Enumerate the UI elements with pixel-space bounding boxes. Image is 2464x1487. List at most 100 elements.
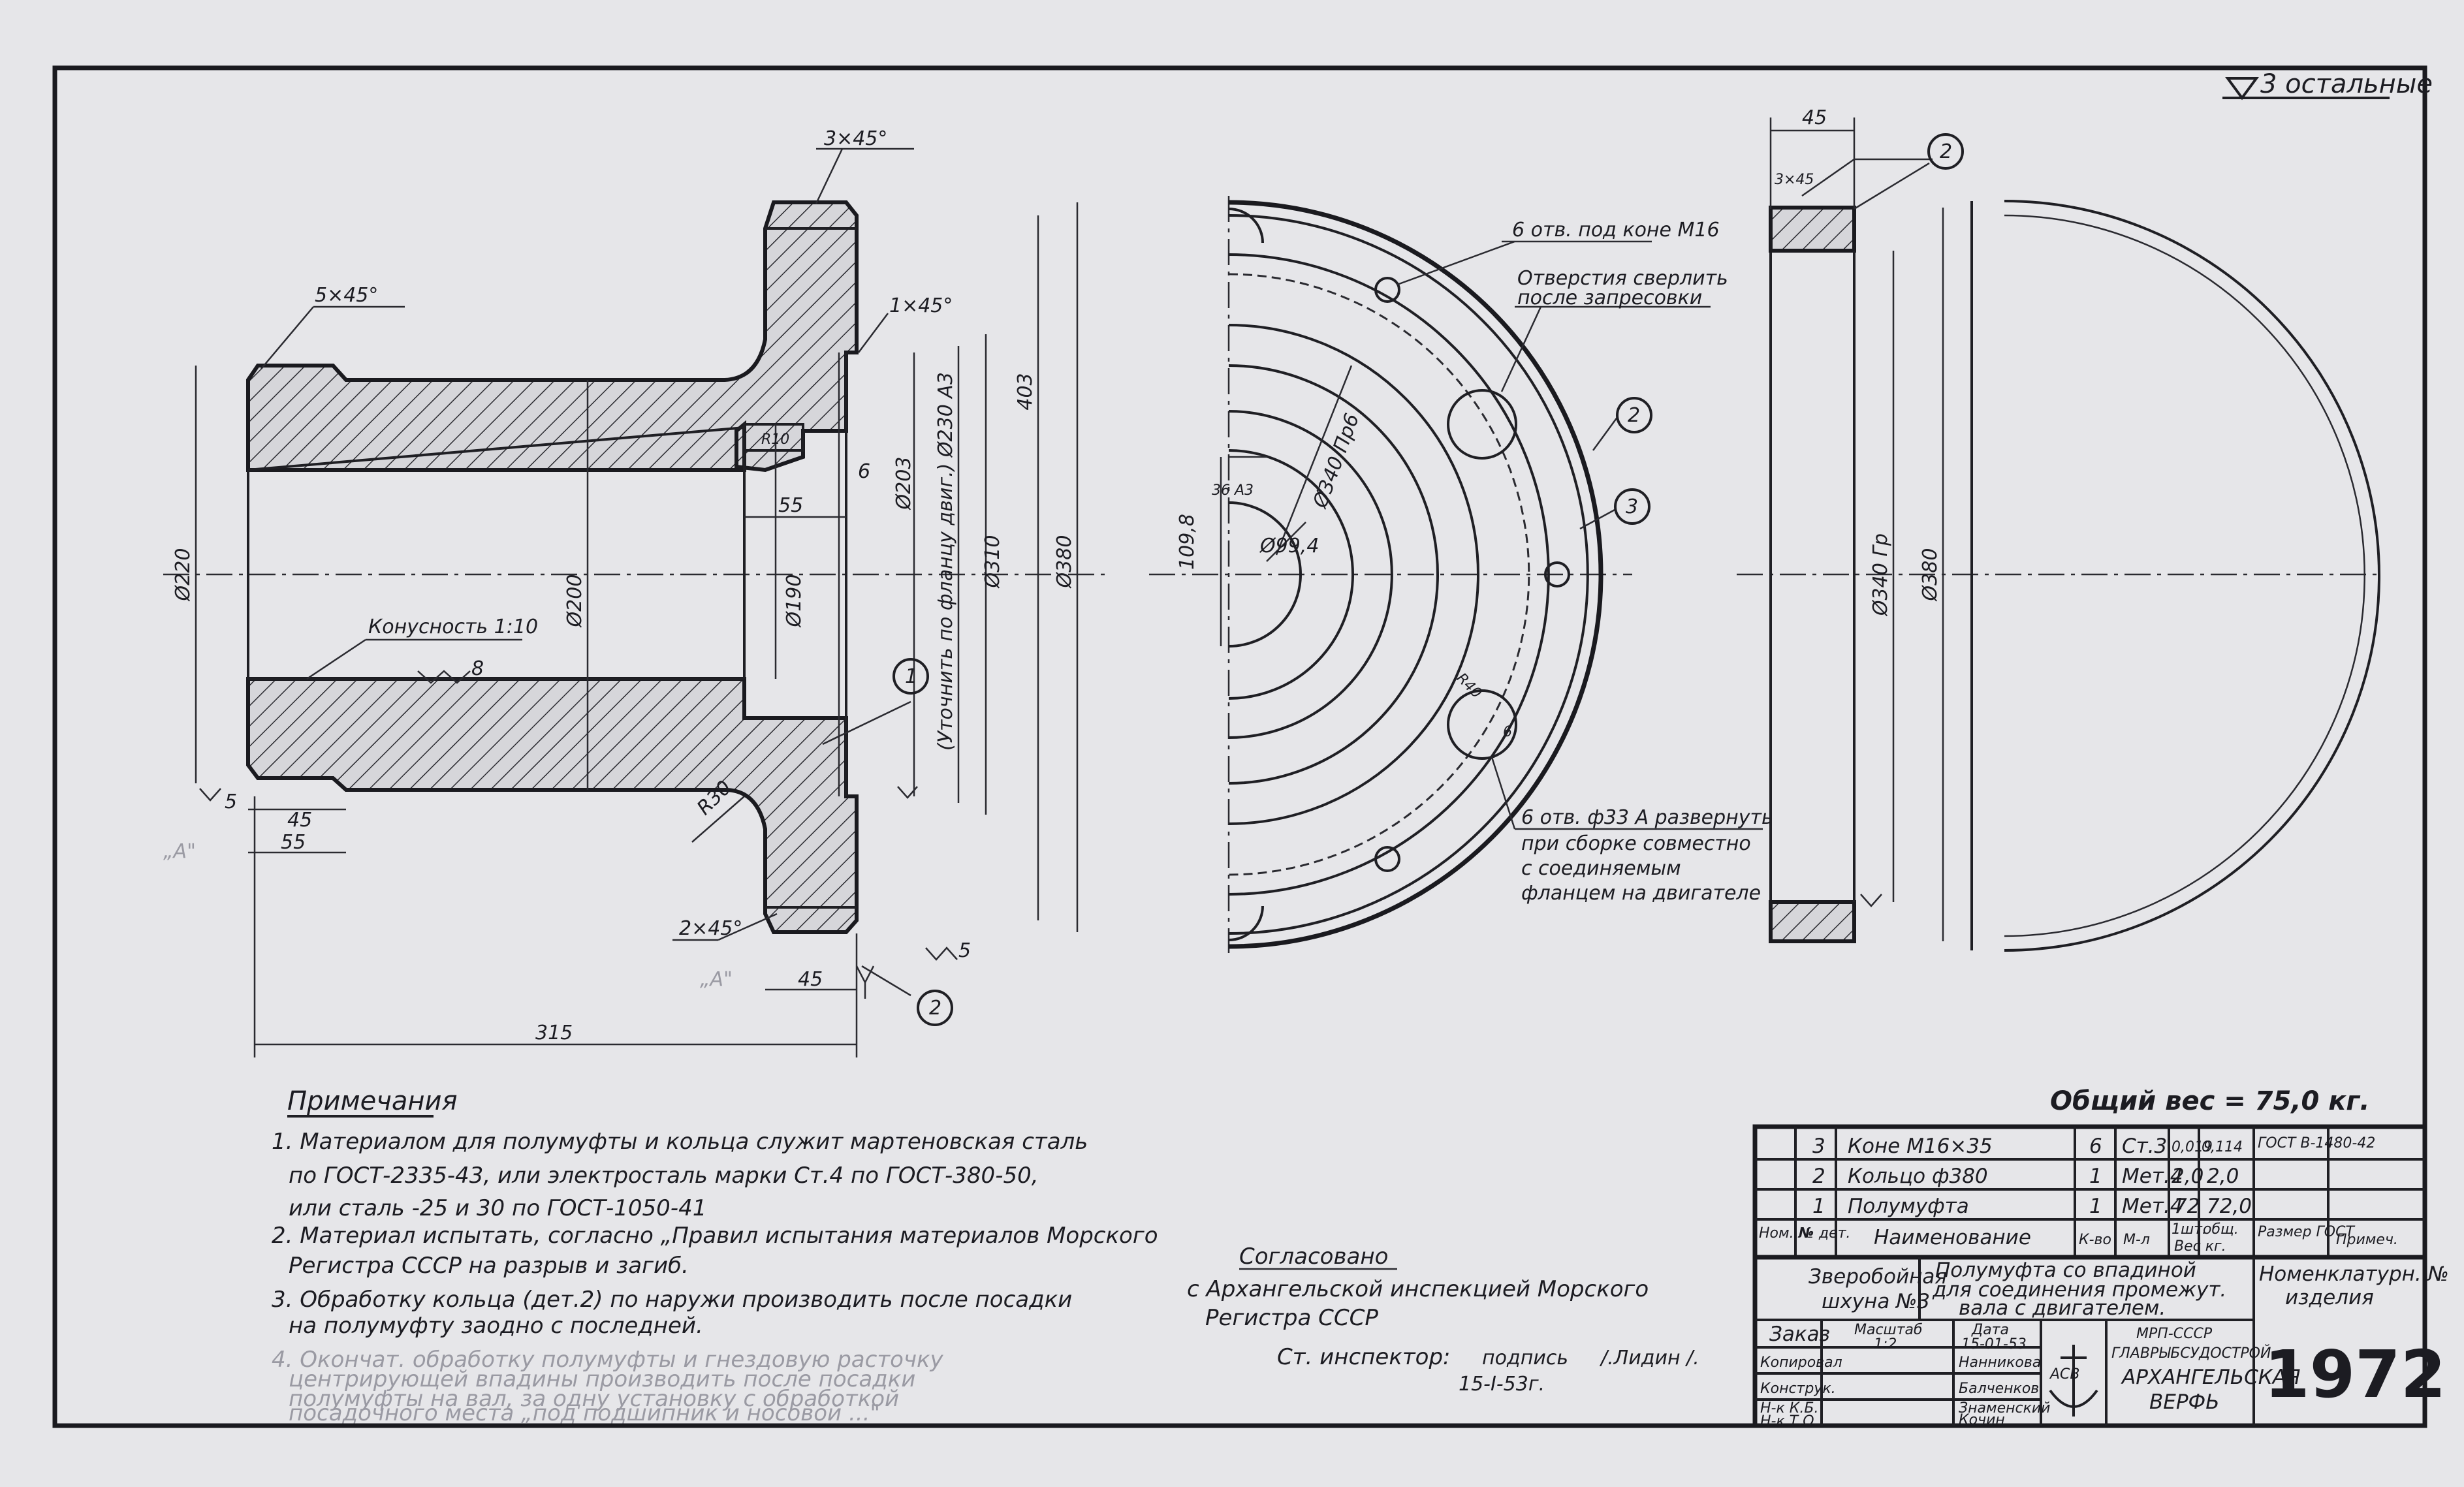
svg-text:Согласовано: Согласовано bbox=[1239, 1244, 1388, 1270]
svg-text:на полумуфту заодно с последне: на полумуфту заодно с последней. bbox=[289, 1313, 703, 1339]
middle-half-view: 6 отв. под коне М16 Отверстия сверлить п… bbox=[1149, 196, 1773, 953]
svg-text:Ø200: Ø200 bbox=[563, 574, 586, 629]
svg-text:Ø190: Ø190 bbox=[783, 574, 806, 629]
svg-text:Примечания: Примечания bbox=[287, 1086, 458, 1116]
svg-text:Ø99,4: Ø99,4 bbox=[1259, 535, 1319, 557]
svg-text:1: 1 bbox=[2089, 1195, 2102, 1218]
svg-text:1: 1 bbox=[905, 665, 917, 688]
svg-text:2: 2 bbox=[929, 997, 941, 1020]
svg-text:посадочного места „под подшипн: посадочного места „под подшипник и носов… bbox=[289, 1400, 880, 1426]
balloon-part-2 bbox=[917, 990, 953, 1026]
svg-text:3. Обработку кольца (дет.2) по: 3. Обработку кольца (дет.2) по наружи пр… bbox=[272, 1287, 1072, 1313]
svg-text:Ø380: Ø380 bbox=[1053, 535, 1076, 589]
roughness-general: 3 остальные bbox=[2222, 69, 2433, 101]
svg-text:Знаменский: Знаменский bbox=[1959, 1400, 2050, 1417]
svg-text:45: 45 bbox=[287, 809, 312, 832]
svg-text:4. Окончат. обработку полумуфт: 4. Окончат. обработку полумуфты и гнездо… bbox=[272, 1347, 944, 1373]
svg-text:АСВ: АСВ bbox=[2049, 1366, 2080, 1383]
total-weight: Общий вес = 75,0 кг. bbox=[2050, 1086, 2370, 1116]
svg-text:Конструк.: Конструк. bbox=[1760, 1381, 1836, 1397]
approval-block: Согласовано с Архангельской инспекцией М… bbox=[1187, 1244, 1699, 1396]
svg-text:Ø340 Пр6: Ø340 Пр6 bbox=[1308, 411, 1364, 512]
svg-text:полумуфты на вал, за одну уста: полумуфты на вал, за одну установку с об… bbox=[289, 1386, 899, 1412]
svg-text:Полумуфта со впадиной: Полумуфта со впадиной bbox=[1935, 1259, 2196, 1282]
svg-text:Масштаб: Масштаб bbox=[1854, 1322, 1923, 1338]
svg-text:72: 72 bbox=[2174, 1195, 2200, 1218]
svg-text:Кольцо ф380: Кольцо ф380 bbox=[1848, 1165, 1988, 1188]
svg-text:8: 8 bbox=[471, 657, 484, 680]
svg-text:М-л: М-л bbox=[2123, 1232, 2150, 1248]
svg-text:2,0: 2,0 bbox=[2207, 1165, 2239, 1188]
svg-text:Мет.4: Мет.4 bbox=[2122, 1195, 2183, 1218]
shipyard-logo: АСВ bbox=[2049, 1345, 2098, 1417]
svg-text:2×45°: 2×45° bbox=[679, 917, 742, 940]
svg-text:6: 6 bbox=[858, 460, 870, 483]
svg-text:2: 2 bbox=[1812, 1165, 1825, 1188]
svg-text:5×45°: 5×45° bbox=[315, 284, 378, 307]
svg-text:15-I-53г.: 15-I-53г. bbox=[1459, 1373, 1545, 1396]
svg-text:/.Лидин /.: /.Лидин /. bbox=[1599, 1347, 1699, 1370]
right-ring-view: 45 3×45 Ø340 Гр Ø380 2 bbox=[1737, 106, 2380, 952]
svg-text:Ст.3: Ст.3 bbox=[2122, 1135, 2167, 1158]
svg-text:3 остальные: 3 остальные bbox=[2260, 69, 2433, 99]
svg-text:изделия: изделия bbox=[2285, 1286, 2374, 1309]
svg-text:1: 1 bbox=[1812, 1195, 1825, 1218]
svg-text:„A": „A" bbox=[700, 968, 733, 991]
svg-text:45: 45 bbox=[798, 968, 823, 991]
svg-text:Регистра СССР: Регистра СССР bbox=[1205, 1305, 1378, 1331]
svg-text:109,8: 109,8 bbox=[1176, 514, 1199, 570]
svg-text:Коне М16×35: Коне М16×35 bbox=[1848, 1135, 1993, 1158]
svg-text:5: 5 bbox=[225, 790, 237, 813]
svg-text:Кочин: Кочин bbox=[1959, 1412, 2005, 1428]
svg-text:Вес кг.: Вес кг. bbox=[2174, 1238, 2226, 1255]
svg-text:подпись: подпись bbox=[1482, 1347, 1568, 1370]
svg-text:АРХАНГЕЛЬСКАЯ: АРХАНГЕЛЬСКАЯ bbox=[2121, 1366, 2301, 1389]
svg-text:6: 6 bbox=[1503, 724, 1512, 740]
svg-text:1шт.: 1шт. bbox=[2172, 1221, 2207, 1238]
svg-text:1: 1 bbox=[2089, 1165, 2102, 1188]
svg-text:Зверобойная: Зверобойная bbox=[1809, 1265, 1947, 1289]
svg-text:Н-к К.Б.: Н-к К.Б. bbox=[1760, 1400, 1818, 1417]
svg-text:общ.: общ. bbox=[2203, 1221, 2239, 1238]
svg-text:с Архангельской инспекцией Мор: с Архангельской инспекцией Морского bbox=[1187, 1276, 1649, 1302]
notes-block: Примечания 1. Материалом для полумуфты и… bbox=[272, 1086, 1158, 1426]
svg-text:Балченков: Балченков bbox=[1959, 1381, 2039, 1397]
drawing-number: 1972 bbox=[2264, 1336, 2446, 1413]
svg-text:5: 5 bbox=[958, 939, 971, 962]
svg-text:2. Материал испытать, согласно: 2. Материал испытать, согласно „Правил и… bbox=[272, 1223, 1158, 1249]
bom-table: 3 Коне М16×35 6 Ст.3 0,019 0,114 ГОСТ В-… bbox=[1752, 1124, 2427, 1260]
svg-text:0,019: 0,019 bbox=[2172, 1139, 2213, 1155]
svg-text:Полумуфта: Полумуфта bbox=[1848, 1195, 1969, 1218]
svg-text:15-01-53: 15-01-53 bbox=[1961, 1336, 2027, 1353]
svg-text:№ дет.: № дет. bbox=[1799, 1225, 1850, 1242]
svg-text:Наименование: Наименование bbox=[1874, 1226, 2031, 1249]
svg-text:ГЛАВРЫБСУДОСТРОЙ: ГЛАВРЫБСУДОСТРОЙ bbox=[2111, 1345, 2271, 1362]
svg-text:(Уточнить по фланцу двиг.) Ø23: (Уточнить по фланцу двиг.) Ø230 А3 bbox=[934, 372, 957, 751]
svg-text:3×45°: 3×45° bbox=[824, 127, 887, 150]
svg-text:6: 6 bbox=[2089, 1135, 2102, 1158]
svg-text:при сборке совместно: при сборке совместно bbox=[1521, 832, 1751, 855]
svg-text:6 отв. под коне М16: 6 отв. под коне М16 bbox=[1512, 219, 1720, 242]
svg-text:Нанникова: Нанникова bbox=[1959, 1354, 2041, 1371]
svg-text:55: 55 bbox=[778, 494, 803, 517]
svg-text:3: 3 bbox=[1626, 495, 1638, 518]
svg-text:фланцем на двигателе: фланцем на двигателе bbox=[1521, 882, 1761, 905]
sheet-frame bbox=[52, 65, 2427, 1428]
svg-text:Регистра СССР на разрыв и заги: Регистра СССР на разрыв и загиб. bbox=[289, 1253, 689, 1279]
hub-upper-section bbox=[246, 200, 859, 473]
svg-text:Номенклатурн. №: Номенклатурн. № bbox=[2259, 1262, 2449, 1286]
balloon-part-1 bbox=[892, 658, 929, 695]
svg-text:Н-к Т.О.: Н-к Т.О. bbox=[1760, 1413, 1819, 1430]
svg-text:центрирующей впадины производи: центрирующей впадины производить после п… bbox=[289, 1366, 915, 1392]
svg-text:Мет.4: Мет.4 bbox=[2122, 1165, 2183, 1188]
svg-text:с соединяемым: с соединяемым bbox=[1521, 857, 1681, 880]
svg-text:2: 2 bbox=[1628, 404, 1640, 427]
svg-text:2: 2 bbox=[1940, 140, 1952, 163]
svg-text:ВЕРФЬ: ВЕРФЬ bbox=[2149, 1390, 2220, 1414]
svg-text:0,114: 0,114 bbox=[2202, 1139, 2243, 1155]
hub-lower-section bbox=[246, 677, 859, 934]
svg-text:МРП-СССР: МРП-СССР bbox=[2136, 1326, 2213, 1342]
svg-text:Копировал: Копировал bbox=[1760, 1354, 1842, 1371]
